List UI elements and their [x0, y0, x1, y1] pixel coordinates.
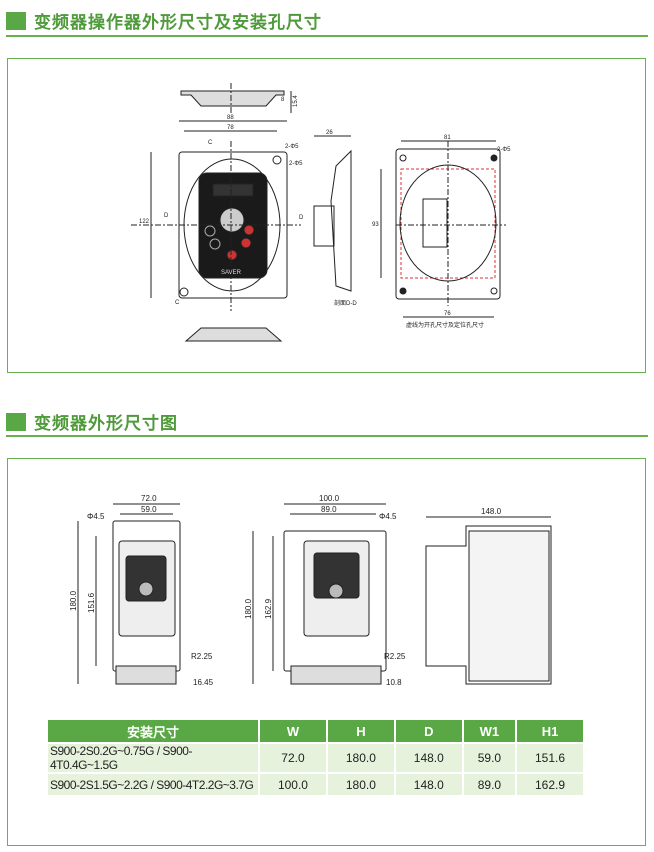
dim-height: 122: [139, 219, 150, 225]
small-height1: 151.6: [87, 592, 96, 613]
divider: [6, 35, 648, 37]
small-hole: Φ4.5: [87, 512, 105, 521]
cell-h1: 151.6: [517, 744, 583, 772]
large-foot: 10.8: [386, 678, 402, 687]
large-radius: R2.25: [384, 652, 406, 661]
col-header: H: [327, 720, 394, 742]
side-depth: 148.0: [481, 507, 502, 516]
small-width: 72.0: [141, 494, 157, 503]
table-header-row: 安装尺寸 W H D W1 H1: [48, 720, 583, 742]
operator-dimension-drawing: 15.4 8 88 78 2-Φ5 2-Φ5 122 C C D D SAVER…: [131, 83, 511, 342]
cell-d: 148.0: [395, 744, 462, 772]
section-marker: [6, 412, 26, 431]
cell-d: 148.0: [395, 774, 462, 795]
small-foot: 16.45: [193, 678, 214, 687]
cell-model: S900-2S1.5G~2.2G / S900-4T2.2G~3.7G: [48, 774, 258, 795]
table-row: S900-2S1.5G~2.2G / S900-4T2.2G~3.7G 100.…: [48, 774, 583, 795]
section-header-operator: 变频器操作器外形尺寸及安装孔尺寸: [6, 8, 322, 33]
small-width1: 59.0: [141, 505, 157, 514]
dim-depth: 26: [326, 130, 333, 136]
divider: [6, 435, 648, 437]
cell-model: S900-2S0.2G~0.75G / S900-4T0.4G~1.5G: [48, 744, 258, 772]
inverter-drawing-panel: 72.0 59.0 Φ4.5 180.0 151.6 R2.25 16.45 1…: [7, 458, 646, 846]
dim-hole-c: 2-Φ5: [497, 147, 511, 153]
cell-w: 72.0: [260, 744, 326, 772]
cell-w: 100.0: [260, 774, 326, 795]
section-label: 剖面D-D: [334, 299, 357, 307]
large-width1: 89.0: [321, 505, 337, 514]
dim-width-inner: 78: [227, 125, 234, 131]
dim-width-outer: 88: [227, 115, 234, 121]
operator-drawing-panel: 15.4 8 88 78 2-Φ5 2-Φ5 122 C C D D SAVER…: [7, 58, 646, 373]
section-mark-c-top: C: [208, 140, 213, 146]
cell-w1: 59.0: [463, 744, 516, 772]
small-radius: R2.25: [191, 652, 213, 661]
installation-dimension-table: 安装尺寸 W H D W1 H1 S900-2S0.2G~0.75G / S90…: [46, 718, 585, 797]
cell-h1: 162.9: [517, 774, 583, 795]
cell-h: 180.0: [327, 774, 394, 795]
section-mark-c-bottom: C: [175, 300, 180, 306]
dim-cut-width: 81: [444, 135, 451, 141]
section-mark-d-right: D: [299, 215, 304, 221]
large-height: 180.0: [244, 598, 253, 619]
large-width: 100.0: [319, 494, 340, 503]
table-row: S900-2S0.2G~0.75G / S900-4T0.4G~1.5G 72.…: [48, 744, 583, 772]
col-header: H1: [517, 720, 583, 742]
dim-top-small: 8: [281, 97, 285, 103]
dim-hole-b: 2-Φ5: [289, 161, 303, 167]
section-marker: [6, 11, 26, 30]
col-header: D: [395, 720, 462, 742]
dim-hole-a: 2-Φ5: [285, 144, 299, 150]
dim-hole-pitch: 76: [444, 311, 451, 317]
cell-w1: 89.0: [463, 774, 516, 795]
inverter-dimension-drawing: 72.0 59.0 Φ4.5 180.0 151.6 R2.25 16.45 1…: [69, 494, 552, 687]
col-header: 安装尺寸: [48, 720, 258, 742]
brand-logo: SAVER: [221, 270, 242, 276]
dim-top-height: 15.4: [293, 95, 299, 107]
dim-cut-height: 93: [372, 222, 379, 228]
small-height: 180.0: [69, 590, 78, 611]
section-title: 变频器外形尺寸图: [34, 414, 178, 434]
large-height1: 162.9: [264, 598, 273, 619]
col-header: W1: [463, 720, 516, 742]
section-mark-d-left: D: [164, 213, 169, 219]
cutout-note: 虚线为开孔尺寸及定位孔尺寸: [406, 321, 484, 329]
cell-h: 180.0: [327, 744, 394, 772]
section-title: 变频器操作器外形尺寸及安装孔尺寸: [34, 13, 322, 33]
section-header-dimensions: 变频器外形尺寸图: [6, 409, 178, 434]
large-hole: Φ4.5: [379, 512, 397, 521]
col-header: W: [260, 720, 326, 742]
